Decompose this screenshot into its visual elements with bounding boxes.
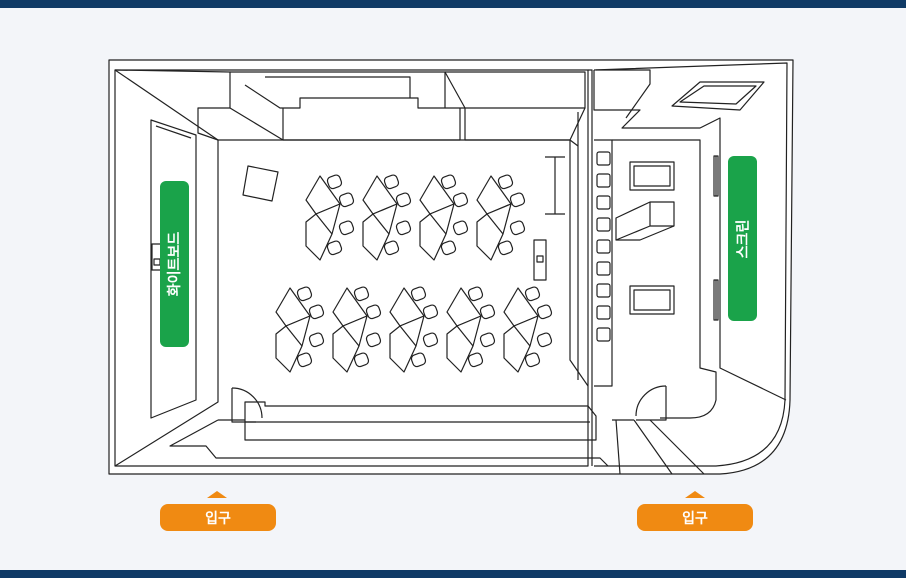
right-table-top — [629, 161, 675, 191]
entrance-arrow-left — [207, 491, 227, 498]
entrance-label-left: 입구 — [160, 504, 276, 531]
whiteboard-label: 화이트보드 — [160, 181, 189, 347]
whiteboard-frame — [150, 119, 197, 419]
main-room — [114, 69, 589, 467]
whiteboard-text: 화이트보드 — [167, 231, 184, 297]
entrance-arrow-right — [685, 491, 705, 498]
top-banner — [0, 0, 906, 8]
screen-label: 스크린 — [728, 156, 757, 321]
side-table — [242, 165, 279, 202]
outer-wall — [108, 59, 794, 475]
bottom-banner — [0, 570, 906, 578]
entrance-label-right: 입구 — [637, 504, 753, 531]
entrance-text-left: 입구 — [205, 510, 231, 527]
right-table-bottom — [629, 285, 675, 315]
screen-text: 스크린 — [735, 219, 752, 258]
entrance-text-right: 입구 — [682, 510, 708, 527]
